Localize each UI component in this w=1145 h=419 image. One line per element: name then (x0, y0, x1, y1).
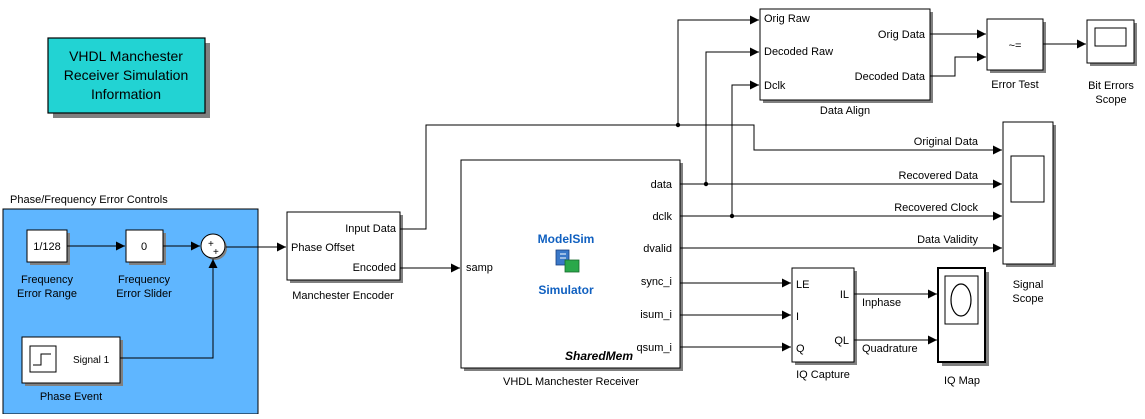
receiver-port-dclk: dclk (652, 211, 672, 223)
signal-recovered-clock: Recovered Clock (894, 202, 978, 214)
info-line1: VHDL Manchester (69, 48, 183, 64)
data-align-label: Data Align (820, 105, 870, 117)
iq-in-le: LE (796, 279, 809, 291)
iq-capture-label: IQ Capture (796, 369, 850, 381)
scope-icon (1094, 27, 1127, 47)
sum-sign-bottom: + (213, 247, 219, 258)
receiver-port-dvalid: dvalid (643, 243, 672, 255)
phase-freq-subsystem[interactable]: 1/128 Frequency Error Range 0 Frequency … (2, 208, 259, 415)
info-block[interactable]: VHDL Manchester Receiver Simulation Info… (47, 37, 210, 118)
error-test-symbol: ~= (1009, 40, 1022, 52)
align-in-dclk: Dclk (764, 80, 786, 92)
signal-scope-label1: Signal (1013, 279, 1044, 291)
iq-in-i: I (796, 311, 799, 323)
freq-range-label2: Error Range (17, 288, 77, 300)
iq-capture-block[interactable]: LE I Q IL QL (791, 267, 857, 365)
signal-recovered-data: Recovered Data (899, 170, 979, 182)
phase-event-port: Signal 1 (73, 355, 110, 366)
wire-to-decoded-raw (705, 47, 759, 184)
info-line3: Information (91, 86, 161, 102)
wire-phase-event-to-sum (120, 259, 218, 359)
encoder-in-phase-offset: Phase Offset (291, 242, 354, 254)
signal-quadrature: Quadrature (862, 343, 918, 355)
iq-map-block[interactable] (937, 267, 989, 366)
align-out-decoded-data: Decoded Data (855, 71, 926, 83)
data-align-block[interactable]: Orig Raw Decoded Raw Dclk Orig Data Deco… (759, 8, 933, 103)
branch-point (703, 181, 709, 187)
receiver-port-isum-i: isum_i (640, 309, 672, 321)
phase-event-block[interactable]: Signal 1 (21, 336, 123, 386)
bit-errors-label2: Scope (1095, 94, 1126, 106)
info-line2: Receiver Simulation (64, 67, 189, 83)
iq-out-il: IL (840, 289, 849, 301)
receiver-port-sync-i: sync_i (641, 276, 672, 288)
freq-range-value: 1/128 (33, 241, 61, 253)
vhdl-receiver-block[interactable]: data dclk dvalid sync_i isum_i qsum_i sa… (460, 159, 683, 371)
freq-range-label1: Frequency (21, 274, 73, 286)
iq-out-ql: QL (834, 335, 849, 347)
modelsim-label: ModelSim (538, 232, 595, 246)
signal-inphase: Inphase (862, 297, 901, 309)
align-out-orig-data: Orig Data (878, 29, 926, 41)
error-test-label: Error Test (991, 79, 1038, 91)
signal-scope-block[interactable] (1002, 121, 1056, 267)
signal-original-data: Original Data (914, 136, 979, 148)
align-in-decoded-raw: Decoded Raw (764, 46, 833, 58)
freq-slider-value: 0 (141, 241, 147, 253)
encoder-out-encoded: Encoded (353, 262, 396, 274)
modelsim-icon (555, 249, 580, 273)
wire-decoded-data (930, 52, 986, 77)
wire-input-data (400, 124, 678, 230)
shared-mem-label: SharedMem (565, 349, 633, 363)
sum-block[interactable]: + + (200, 233, 227, 260)
sum-sign-top: + (208, 239, 214, 250)
bit-errors-label1: Bit Errors (1088, 80, 1134, 92)
phase-event-label: Phase Event (40, 391, 102, 403)
manchester-encoder-block[interactable]: Input Data Phase Offset Encoded (286, 211, 403, 283)
encoder-label: Manchester Encoder (292, 290, 394, 302)
freq-slider-label1: Frequency (118, 274, 170, 286)
iq-in-q: Q (796, 343, 805, 355)
wire-to-orig-raw (677, 15, 759, 125)
xy-graph-icon (950, 283, 972, 317)
error-test-block[interactable]: ~= (986, 18, 1046, 73)
branch-point (729, 213, 735, 219)
receiver-port-data: data (651, 179, 673, 191)
scope-screen-icon (1010, 155, 1045, 203)
wire-to-dclk (731, 80, 759, 216)
signal-data-validity: Data Validity (917, 234, 978, 246)
encoder-in-input-data: Input Data (345, 223, 397, 235)
bit-errors-scope-block[interactable] (1086, 19, 1137, 66)
align-in-orig-raw: Orig Raw (764, 13, 810, 25)
iq-map-label: IQ Map (944, 375, 980, 387)
simulator-label: Simulator (538, 283, 594, 297)
frequency-error-slider-block[interactable]: 0 (125, 229, 166, 265)
frequency-error-range-block[interactable]: 1/128 (26, 229, 70, 265)
receiver-port-samp: samp (466, 262, 493, 274)
signal-scope-label2: Scope (1012, 293, 1043, 305)
wire-to-original-data (678, 124, 1002, 155)
receiver-label: VHDL Manchester Receiver (503, 376, 639, 388)
freq-slider-label2: Error Slider (116, 288, 172, 300)
subsystem-title: Phase/Frequency Error Controls (10, 194, 168, 206)
branch-point (675, 122, 681, 128)
receiver-port-qsum-i: qsum_i (637, 342, 672, 354)
signal-builder-icon (33, 353, 51, 366)
